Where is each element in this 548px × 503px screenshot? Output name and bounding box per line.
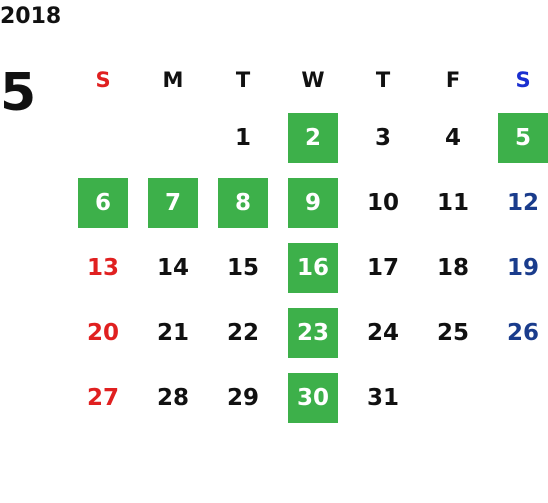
calendar-day-number-sat: 19 xyxy=(506,254,539,281)
calendar-empty-cell xyxy=(138,105,208,170)
calendar-day-number-sun: 6 xyxy=(78,177,128,228)
calendar-day-number-wed: 16 xyxy=(288,242,338,293)
calendar-day-number-tue: 29 xyxy=(226,384,259,411)
calendar-day-number-fri: 11 xyxy=(436,189,469,216)
calendar-day-number-sun: 27 xyxy=(86,384,119,411)
calendar-day-number-fri: 4 xyxy=(444,124,461,151)
calendar-day-cell[interactable]: 5 xyxy=(488,105,548,170)
calendar-day-number-sat: 12 xyxy=(506,189,539,216)
weekday-label: T xyxy=(235,68,251,92)
calendar-day-number-fri xyxy=(428,373,478,423)
calendar-day-number-sun: 20 xyxy=(86,319,119,346)
calendar-day-number-sat: 5 xyxy=(498,112,548,163)
calendar-day-number-tue: 8 xyxy=(218,177,268,228)
calendar-week-row: 13 14 15 16 17 18 19 xyxy=(68,235,548,300)
calendar-day-cell[interactable]: 12 xyxy=(488,170,548,235)
weekday-label: M xyxy=(162,68,184,92)
calendar-day-cell[interactable]: 25 xyxy=(418,300,488,365)
calendar-day-number-thu: 10 xyxy=(366,189,399,216)
calendar-day-cell[interactable]: 2 xyxy=(278,105,348,170)
calendar-day-cell[interactable]: 23 xyxy=(278,300,348,365)
calendar-day-cell[interactable]: 14 xyxy=(138,235,208,300)
calendar-day-number-tue: 15 xyxy=(226,254,259,281)
calendar-day-number-sat xyxy=(498,373,548,423)
calendar-day-cell[interactable]: 20 xyxy=(68,300,138,365)
calendar-day-number-wed: 9 xyxy=(288,177,338,228)
calendar-day-cell[interactable]: 9 xyxy=(278,170,348,235)
calendar-day-number-mon: 28 xyxy=(156,384,189,411)
weekday-header-sun: S xyxy=(68,55,138,105)
calendar-day-cell[interactable]: 16 xyxy=(278,235,348,300)
calendar-day-cell[interactable]: 15 xyxy=(208,235,278,300)
calendar-day-number-thu: 17 xyxy=(366,254,399,281)
calendar-day-number-fri: 25 xyxy=(436,319,469,346)
calendar-day-number-thu: 24 xyxy=(366,319,399,346)
calendar-day-cell[interactable]: 30 xyxy=(278,365,348,430)
calendar-empty-cell xyxy=(418,365,488,430)
weekday-header-fri: F xyxy=(418,55,488,105)
calendar-day-number-mon: 21 xyxy=(156,319,189,346)
calendar-day-cell[interactable]: 11 xyxy=(418,170,488,235)
calendar-day-cell[interactable]: 13 xyxy=(68,235,138,300)
calendar-day-cell[interactable]: 7 xyxy=(138,170,208,235)
calendar-day-number-wed: 23 xyxy=(288,307,338,358)
calendar-day-number-thu: 3 xyxy=(374,124,391,151)
calendar-day-cell[interactable]: 24 xyxy=(348,300,418,365)
weekday-header-sat: S xyxy=(488,55,548,105)
calendar-day-number-tue: 1 xyxy=(234,124,251,151)
weekday-header-row: S M T W T F S xyxy=(68,55,548,105)
weekday-label: F xyxy=(445,68,461,92)
weekday-header-wed: W xyxy=(278,55,348,105)
calendar-day-number-mon xyxy=(148,113,198,163)
calendar-day-number-sat: 26 xyxy=(506,319,539,346)
weekday-header-thu: T xyxy=(348,55,418,105)
calendar-day-cell[interactable]: 22 xyxy=(208,300,278,365)
calendar-day-cell[interactable]: 1 xyxy=(208,105,278,170)
calendar-day-number-mon: 7 xyxy=(148,177,198,228)
calendar-day-cell[interactable]: 6 xyxy=(68,170,138,235)
calendar-month: 5 xyxy=(0,63,37,123)
calendar-empty-cell xyxy=(68,105,138,170)
calendar-day-cell[interactable]: 8 xyxy=(208,170,278,235)
weekday-header-mon: M xyxy=(138,55,208,105)
weekday-label: S xyxy=(95,68,111,92)
calendar-day-cell[interactable]: 29 xyxy=(208,365,278,430)
calendar-day-number-sun xyxy=(78,113,128,163)
calendar-day-number-tue: 22 xyxy=(226,319,259,346)
weekday-label: T xyxy=(375,68,391,92)
calendar-day-number-sun: 13 xyxy=(86,254,119,281)
calendar-week-row: 20 21 22 23 24 25 26 xyxy=(68,300,548,365)
weekday-label: W xyxy=(301,68,325,92)
calendar-day-number-thu: 31 xyxy=(366,384,399,411)
calendar-week-row: 1 2 3 4 5 xyxy=(68,105,548,170)
weekday-label: S xyxy=(515,68,531,92)
calendar-day-cell[interactable]: 31 xyxy=(348,365,418,430)
calendar-day-number-mon: 14 xyxy=(156,254,189,281)
calendar-day-number-wed: 30 xyxy=(288,372,338,423)
calendar-day-cell[interactable]: 28 xyxy=(138,365,208,430)
calendar-empty-cell xyxy=(488,365,548,430)
calendar-day-cell[interactable]: 3 xyxy=(348,105,418,170)
calendar-day-cell[interactable]: 26 xyxy=(488,300,548,365)
weekday-header-tue: T xyxy=(208,55,278,105)
calendar-day-cell[interactable]: 19 xyxy=(488,235,548,300)
calendar-week-row: 27 28 29 30 31 xyxy=(68,365,548,430)
calendar-day-number-wed: 2 xyxy=(288,112,338,163)
calendar-day-cell[interactable]: 17 xyxy=(348,235,418,300)
calendar-day-cell[interactable]: 21 xyxy=(138,300,208,365)
calendar-day-cell[interactable]: 4 xyxy=(418,105,488,170)
calendar-year: 2018 xyxy=(0,4,62,29)
calendar-day-cell[interactable]: 10 xyxy=(348,170,418,235)
calendar-day-cell[interactable]: 27 xyxy=(68,365,138,430)
calendar-day-cell[interactable]: 18 xyxy=(418,235,488,300)
calendar-day-number-fri: 18 xyxy=(436,254,469,281)
